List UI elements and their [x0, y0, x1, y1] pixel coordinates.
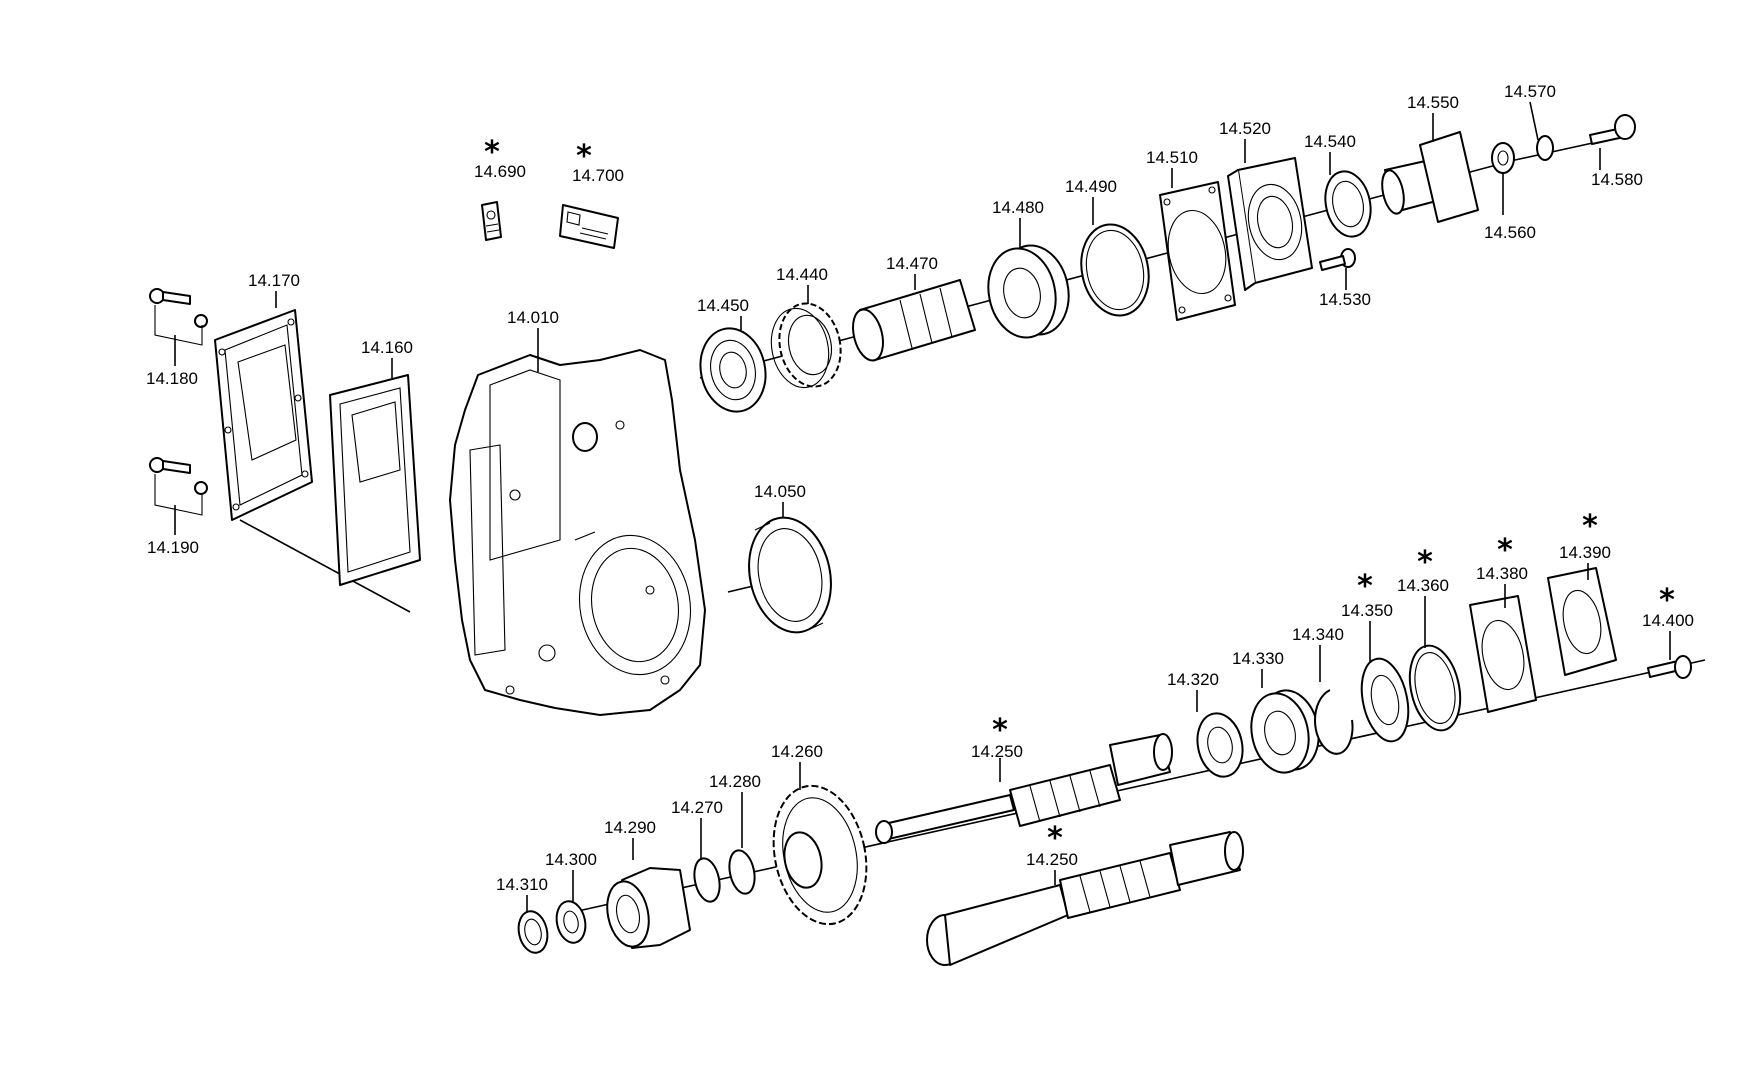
label-14330: 14.330 — [1232, 649, 1284, 668]
label-14360: 14.360 — [1397, 576, 1449, 595]
bearing-14480[interactable] — [980, 239, 1076, 344]
label-14280: 14.280 — [709, 772, 761, 791]
label-14560: 14.560 — [1484, 223, 1536, 242]
label-plate-14690[interactable] — [481, 201, 502, 241]
label-14250b: 14.250 — [1026, 850, 1078, 869]
cover-plate-14170[interactable] — [214, 309, 313, 521]
flange-14550[interactable] — [1379, 131, 1479, 223]
screw-14530[interactable] — [1319, 248, 1356, 271]
gear-14260[interactable] — [761, 777, 878, 933]
label-14570: 14.570 — [1504, 82, 1556, 101]
shim-ring-14490[interactable] — [1073, 218, 1157, 322]
washer-14560[interactable] — [1491, 142, 1515, 174]
label-14190: 14.190 — [147, 538, 199, 557]
marker-14690: * — [484, 135, 500, 170]
label-14290: 14.290 — [604, 818, 656, 837]
ring-14280[interactable] — [726, 848, 759, 896]
nut-14300[interactable] — [553, 899, 589, 946]
part-number-labels: 14.010 14.050 14.160 14.170 14.180 14.19… — [146, 82, 1694, 894]
label-14520: 14.520 — [1219, 119, 1271, 138]
marker-14350: * — [1357, 569, 1373, 604]
marker-14380: * — [1497, 533, 1513, 568]
label-14440: 14.440 — [776, 265, 828, 284]
label-14340: 14.340 — [1292, 625, 1344, 644]
label-14170: 14.170 — [248, 271, 300, 290]
sleeve-14290[interactable] — [602, 867, 691, 950]
label-14530: 14.530 — [1319, 290, 1371, 309]
marker-14360: * — [1417, 545, 1433, 580]
gearbox-housing-14010[interactable] — [449, 349, 706, 716]
label-14580: 14.580 — [1591, 170, 1643, 189]
label-14350: 14.350 — [1341, 601, 1393, 620]
label-14700: 14.700 — [572, 166, 624, 185]
label-14380: 14.380 — [1476, 564, 1528, 583]
bearing-14330[interactable] — [1244, 685, 1325, 778]
marker-14250a: * — [992, 713, 1008, 748]
main-shaft-14250-lower[interactable] — [926, 831, 1244, 966]
label-14270: 14.270 — [671, 798, 723, 817]
ring-14270[interactable] — [691, 856, 724, 904]
label-14540: 14.540 — [1304, 132, 1356, 151]
marker-14390: * — [1582, 509, 1598, 544]
bearing-14450[interactable] — [693, 322, 773, 417]
bolt-14180[interactable] — [149, 288, 208, 346]
gasket-14160[interactable] — [329, 374, 421, 586]
label-14690: 14.690 — [474, 162, 526, 181]
marker-14400: * — [1659, 583, 1675, 618]
label-14160: 14.160 — [361, 338, 413, 357]
nut-14320[interactable] — [1192, 709, 1248, 781]
gasket-14380[interactable] — [1469, 595, 1537, 713]
shim-14350[interactable] — [1355, 654, 1416, 745]
label-14250a: 14.250 — [971, 742, 1023, 761]
o-ring-14570[interactable] — [1536, 135, 1554, 161]
label-14300: 14.300 — [545, 850, 597, 869]
label-14390: 14.390 — [1559, 543, 1611, 562]
bolt-14580[interactable] — [1589, 114, 1636, 145]
marker-14250b: * — [1047, 821, 1063, 856]
label-14550: 14.550 — [1407, 93, 1459, 112]
label-14010: 14.010 — [507, 308, 559, 327]
label-14050: 14.050 — [754, 482, 806, 501]
bolt-14190[interactable] — [149, 457, 208, 516]
label-14400: 14.400 — [1642, 611, 1694, 630]
seal-14540[interactable] — [1320, 167, 1377, 241]
label-14480: 14.480 — [992, 198, 1044, 217]
asterisk-markers: * * * * * * * * * — [484, 135, 1675, 856]
label-14180: 14.180 — [146, 369, 198, 388]
shaft-14470[interactable] — [848, 279, 976, 364]
label-14510: 14.510 — [1146, 148, 1198, 167]
cover-14390[interactable] — [1547, 567, 1617, 676]
seal-ring-14050[interactable] — [739, 510, 841, 640]
label-plate-14700[interactable] — [559, 204, 619, 249]
gasket-14510[interactable] — [1159, 181, 1236, 321]
marker-14700: * — [576, 139, 592, 174]
label-14490: 14.490 — [1065, 177, 1117, 196]
main-shaft-14250-upper[interactable] — [875, 733, 1173, 844]
shim-14360[interactable] — [1403, 641, 1468, 735]
leader-lines — [174, 101, 1671, 912]
label-14320: 14.320 — [1167, 670, 1219, 689]
gear-14440[interactable] — [764, 298, 848, 393]
label-14470: 14.470 — [886, 254, 938, 273]
washer-14310[interactable] — [515, 909, 551, 956]
label-14450: 14.450 — [697, 296, 749, 315]
label-14310: 14.310 — [496, 875, 548, 894]
bolt-14400[interactable] — [1647, 655, 1692, 679]
cover-14520[interactable] — [1227, 157, 1313, 291]
label-14260: 14.260 — [771, 742, 823, 761]
snap-ring-14340[interactable] — [1314, 689, 1354, 755]
